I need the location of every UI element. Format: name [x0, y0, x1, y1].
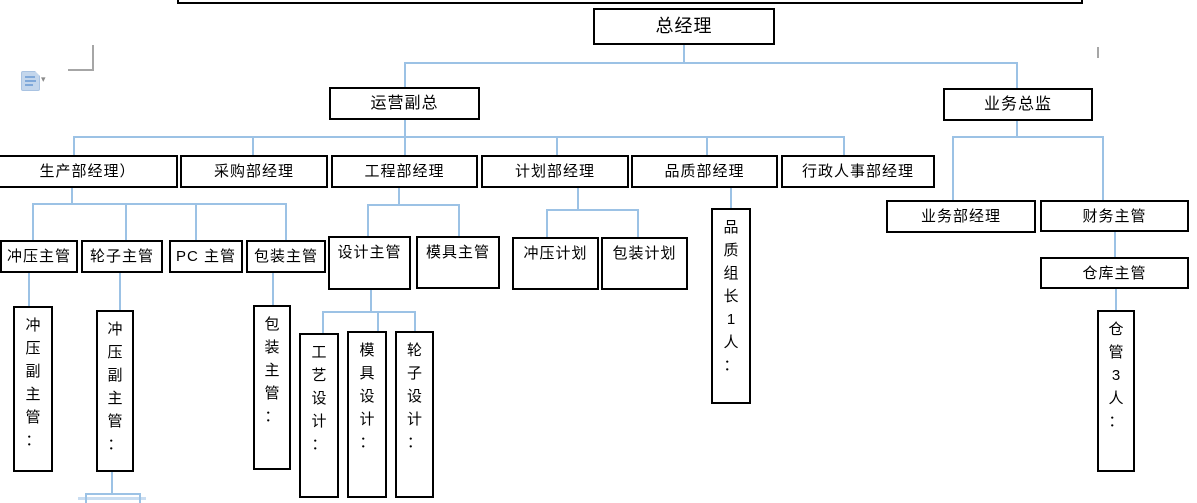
- connector: [252, 136, 254, 155]
- connector: [377, 311, 379, 332]
- connector: [546, 209, 639, 211]
- text-boundary-corner-left: [92, 45, 94, 71]
- connector: [28, 273, 30, 307]
- connector: [139, 493, 141, 503]
- org-node-process-designer[interactable]: 工 艺 设 计 ：: [299, 333, 339, 498]
- org-node-pc-supervisor[interactable]: PC 主管: [169, 240, 243, 273]
- org-node-production-manager[interactable]: 生产部经理）: [0, 155, 178, 188]
- text-boundary-corner-left: [68, 69, 94, 71]
- connector: [285, 203, 287, 241]
- connector: [577, 188, 579, 211]
- org-node-business-dept-manager[interactable]: 业务部经理: [886, 200, 1036, 233]
- connector: [119, 273, 121, 311]
- org-node-finance-supervisor[interactable]: 财务主管: [1040, 200, 1189, 232]
- org-node-packaging-supervisor-v[interactable]: 包 装 主 管 ：: [253, 305, 291, 470]
- connector: [111, 472, 113, 495]
- connector: [1115, 289, 1117, 311]
- connector: [73, 136, 845, 138]
- org-node-admin-hr-manager[interactable]: 行政人事部经理: [781, 155, 935, 188]
- org-node-general-manager[interactable]: 总经理: [593, 8, 775, 45]
- connector: [730, 188, 732, 209]
- connector: [367, 204, 460, 206]
- connector: [1114, 232, 1116, 258]
- connector: [322, 311, 416, 313]
- org-node-packaging-planner[interactable]: 包装计划: [601, 237, 688, 290]
- org-node-wheel-supervisor[interactable]: 轮子主管: [81, 240, 163, 273]
- paste-icon-fold: [35, 71, 40, 76]
- connector: [952, 136, 954, 200]
- connector: [556, 136, 558, 155]
- text-boundary-mark-right: [1097, 47, 1099, 58]
- org-node-engineering-manager[interactable]: 工程部经理: [331, 155, 478, 188]
- connector: [272, 273, 274, 306]
- connector: [73, 136, 75, 155]
- org-node-top-partial[interactable]: [177, 0, 1083, 4]
- connector: [195, 203, 197, 241]
- connector: [370, 290, 372, 313]
- connector: [78, 497, 146, 500]
- connector: [404, 120, 406, 138]
- org-node-business-director[interactable]: 业务总监: [943, 88, 1093, 121]
- org-node-mold-supervisor[interactable]: 模具主管: [416, 236, 500, 289]
- connector: [404, 62, 406, 87]
- org-node-warehouse-supervisor[interactable]: 仓库主管: [1040, 257, 1189, 289]
- connector: [32, 203, 287, 205]
- paste-icon-line: [25, 76, 35, 78]
- paste-icon-line: [25, 80, 36, 82]
- connector: [125, 203, 127, 241]
- connector: [367, 204, 369, 237]
- connector: [322, 311, 324, 334]
- org-node-packaging-supervisor[interactable]: 包装主管: [246, 240, 326, 273]
- connector: [1016, 62, 1018, 88]
- org-node-design-supervisor[interactable]: 设计主管: [328, 236, 411, 290]
- org-node-stamping-deputy-1[interactable]: 冲 压 副 主 管 ：: [13, 306, 53, 472]
- connector: [85, 493, 141, 495]
- connector: [32, 203, 34, 241]
- org-node-stamping-supervisor[interactable]: 冲压主管: [0, 240, 78, 273]
- org-node-wheel-designer[interactable]: 轮 子 设 计 ：: [395, 331, 434, 498]
- connector: [843, 136, 845, 155]
- connector: [458, 204, 460, 237]
- connector: [398, 188, 400, 206]
- org-node-stamping-deputy-2[interactable]: 冲 压 副 主 管 ：: [96, 310, 134, 472]
- org-node-planning-manager[interactable]: 计划部经理: [481, 155, 629, 188]
- connector: [71, 188, 73, 205]
- paste-options-icon[interactable]: [21, 71, 40, 91]
- paste-icon-line: [25, 84, 33, 86]
- connector: [706, 136, 708, 155]
- connector: [637, 209, 639, 238]
- org-node-warehouse-keeper[interactable]: 仓 管 3 人 ：: [1097, 310, 1135, 472]
- connector: [683, 44, 685, 63]
- connector: [546, 209, 548, 238]
- org-node-purchasing-manager[interactable]: 采购部经理: [180, 155, 328, 188]
- connector: [1102, 136, 1104, 200]
- org-node-operations-vp[interactable]: 运营副总: [329, 87, 480, 120]
- connector: [414, 311, 416, 332]
- org-node-mold-designer[interactable]: 模 具 设 计 ：: [347, 331, 387, 498]
- paste-options-dropdown-icon[interactable]: ▾: [41, 74, 46, 84]
- connector: [952, 136, 1104, 138]
- connector: [404, 62, 1018, 64]
- org-node-quality-leader[interactable]: 品 质 组 长 1 人 ：: [711, 208, 751, 404]
- connector: [1016, 121, 1018, 138]
- org-node-quality-manager[interactable]: 品质部经理: [631, 155, 778, 188]
- connector: [404, 136, 406, 155]
- org-node-stamping-planner[interactable]: 冲压计划: [512, 237, 599, 290]
- connector: [85, 493, 87, 503]
